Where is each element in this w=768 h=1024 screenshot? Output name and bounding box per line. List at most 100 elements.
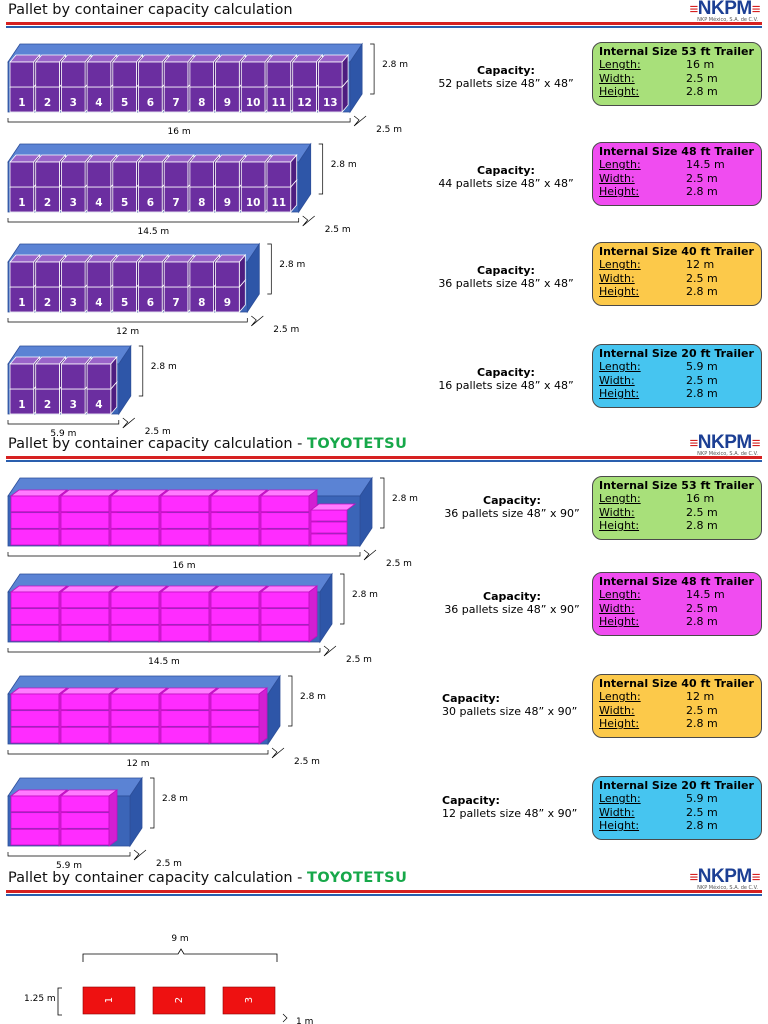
capacity-value: 30 pallets size 48” x 90” — [442, 705, 578, 718]
pallet — [60, 591, 110, 609]
height-label: 2.8 m — [151, 362, 177, 372]
capacity-label: Capacity: — [483, 494, 541, 507]
spec-title: Internal Size 20 ft Trailer — [599, 347, 754, 360]
pallet — [160, 528, 210, 546]
height-bracket — [267, 243, 272, 295]
pallet — [110, 528, 160, 546]
height-bracket — [138, 345, 144, 397]
pallet — [317, 61, 343, 88]
length-label: 5.9 m — [50, 429, 76, 438]
spec-line: Length:16 m — [599, 492, 755, 506]
pallet-number: 1 — [18, 197, 25, 209]
pallet-number: 10 — [246, 197, 261, 209]
floorplan-box — [82, 986, 136, 1015]
spec-key: Length: — [599, 690, 641, 703]
pallet — [60, 726, 110, 744]
capacity-value: 36 pallets size 48” x 90” — [444, 603, 580, 616]
pallet-number: 1 — [18, 297, 25, 309]
pallet — [163, 161, 189, 188]
trailer-diagram: 2.8 m2.5 m14.5 m — [7, 572, 378, 666]
pallet-top — [159, 489, 219, 497]
width-bracket — [271, 747, 285, 759]
pallet — [35, 261, 60, 288]
pallet — [60, 608, 110, 625]
pallet-top — [9, 585, 69, 593]
pallet-number: 3 — [70, 197, 77, 209]
header-rule-blue — [6, 26, 762, 28]
pallet — [210, 726, 260, 744]
spec-key: Height: — [599, 615, 640, 628]
capacity-text: Capacity:44 pallets size 48” x 48” — [416, 164, 596, 190]
pallet — [86, 363, 112, 390]
pallet — [210, 608, 260, 625]
section-header-2: Pallet by container capacity calculation… — [0, 432, 768, 464]
trailer-diagram: 2.8 m2.5 m5.9 m — [7, 776, 188, 870]
spec-title: Internal Size 48 ft Trailer — [599, 575, 754, 588]
capacity-label: Capacity: — [477, 366, 535, 379]
spec-line: Height:2.8 m — [599, 615, 755, 629]
capacity-label: Capacity: — [442, 692, 500, 705]
floorplan-box — [222, 986, 276, 1015]
spec-key: Length: — [599, 492, 641, 505]
height-bracket — [380, 477, 385, 529]
pallet — [10, 495, 60, 513]
capacity-text: Capacity:16 pallets size 48” x 48” — [416, 366, 596, 392]
pallet — [61, 261, 86, 288]
height-label: 2.8 m — [300, 692, 326, 702]
pallet-number: 3 — [70, 297, 77, 309]
header-rule-red — [6, 456, 762, 459]
spec-value: 2.5 m — [686, 71, 718, 85]
spec-value: 2.5 m — [686, 805, 718, 819]
height-label: 2.8 m — [162, 794, 188, 804]
spec-value: 2.5 m — [686, 703, 718, 717]
pallet-top — [59, 789, 119, 797]
pallet-top — [109, 687, 169, 695]
capacity-label: Capacity: — [477, 164, 535, 177]
pallet — [9, 363, 35, 390]
spec-value: 5.9 m — [686, 792, 718, 805]
pallet — [9, 161, 35, 188]
pallet — [10, 710, 60, 727]
pallet — [210, 495, 260, 513]
height-bracket — [150, 777, 155, 829]
pallet-number: 7 — [172, 197, 179, 209]
floorplan-box-label: 2 — [174, 997, 185, 1003]
pallet-side — [258, 687, 268, 745]
pallet — [260, 495, 310, 513]
height-bracket — [340, 573, 345, 625]
spec-value: 14.5 m — [686, 158, 725, 171]
capacity-label: Capacity: — [442, 794, 500, 807]
spec-value: 5.9 m — [686, 360, 718, 373]
pallet — [210, 591, 260, 609]
pallet — [10, 726, 60, 744]
pallet-number: 5 — [121, 297, 128, 309]
pallet — [292, 61, 317, 88]
spec-key: Length: — [599, 360, 641, 373]
pallet — [110, 624, 160, 642]
pallet — [10, 795, 60, 813]
spec-key: Length: — [599, 58, 641, 71]
pallet-top — [9, 489, 69, 497]
height-label: 2.8 m — [331, 160, 357, 170]
pallet — [10, 624, 60, 642]
pallet — [138, 61, 163, 88]
height-label: 2.8 m — [352, 590, 378, 600]
section-title: Pallet by container capacity calculation… — [8, 436, 408, 452]
pallet-number: 6 — [147, 197, 154, 209]
pallet-number: 4 — [95, 399, 102, 411]
spec-line: Length:14.5 m — [599, 158, 755, 172]
nkpm-logo: ≡NKPM≡ NKP México, S.A. de C.V. — [689, 432, 761, 457]
pallet-number: 9 — [224, 197, 231, 209]
pallet-number: 7 — [172, 97, 179, 109]
pallet-number: 2 — [44, 297, 51, 309]
pallet — [35, 161, 60, 188]
pallet — [35, 61, 60, 88]
pallet — [160, 624, 210, 642]
capacity-value: 44 pallets size 48” x 48” — [438, 177, 574, 190]
pallet — [110, 710, 160, 727]
pallet-number: 4 — [95, 97, 102, 109]
floorplan-box — [152, 986, 206, 1015]
pallet — [160, 512, 210, 529]
